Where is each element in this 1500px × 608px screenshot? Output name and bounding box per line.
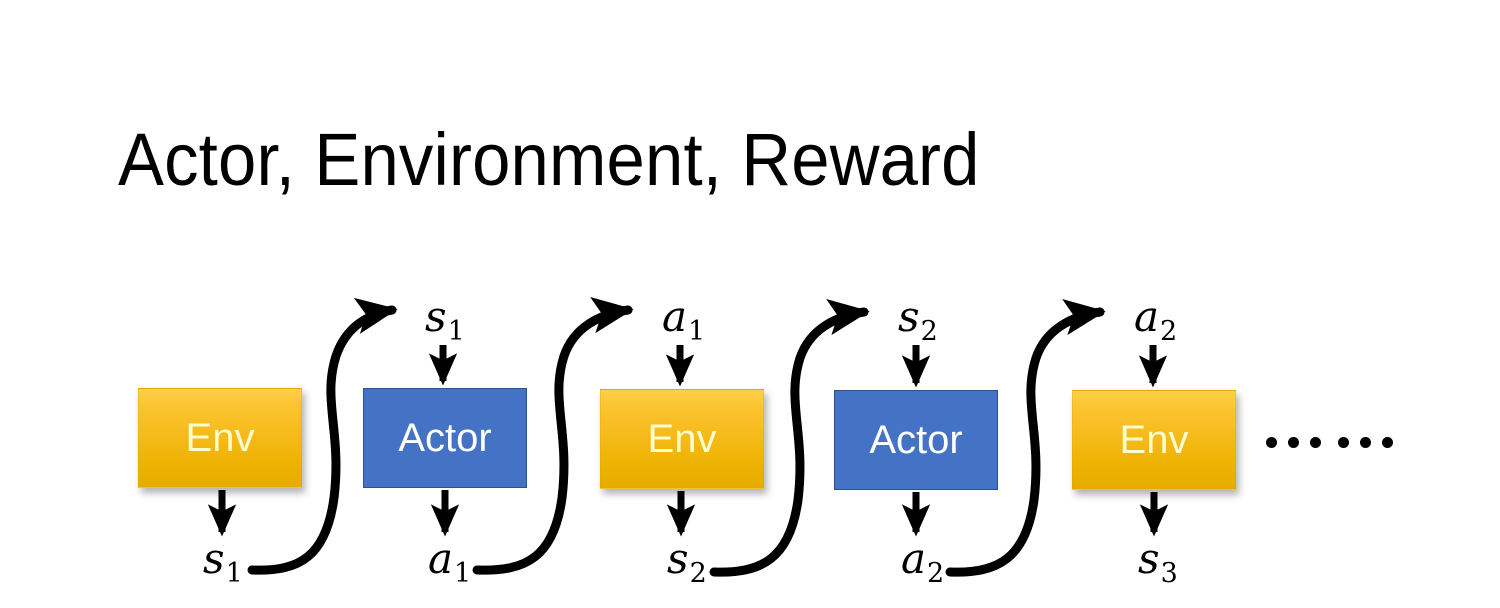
label-top-a1: a1 — [662, 296, 705, 346]
label-subscript: 1 — [688, 316, 706, 347]
ellipsis-dot — [1338, 437, 1349, 448]
node-label: Actor — [398, 416, 492, 460]
label-top-s1: s1 — [425, 296, 465, 346]
page-title: Actor, Environment, Reward — [118, 118, 980, 201]
ellipsis-dot — [1360, 437, 1371, 448]
label-subscript: 2 — [920, 316, 938, 347]
node-env-3[interactable]: Env — [1072, 390, 1236, 490]
label-base: a — [901, 534, 927, 583]
label-subscript: 1 — [447, 316, 465, 347]
label-base: s — [1138, 534, 1160, 583]
ellipsis-continuation — [1266, 418, 1393, 466]
label-base: a — [1134, 292, 1160, 341]
label-bottom-a2: a2 — [901, 538, 944, 588]
node-label: Env — [1119, 418, 1189, 462]
ellipsis-dot — [1310, 437, 1321, 448]
label-subscript: 2 — [927, 558, 945, 589]
node-label: Actor — [869, 418, 963, 462]
ellipsis-dot — [1382, 437, 1393, 448]
label-base: s — [667, 534, 689, 583]
label-base: a — [662, 292, 688, 341]
label-subscript: 1 — [454, 558, 472, 589]
label-bottom-s3: s3 — [1138, 538, 1178, 588]
node-env-1[interactable]: Env — [138, 388, 302, 488]
node-label: Env — [185, 416, 255, 460]
label-bottom-a1: a1 — [428, 538, 471, 588]
node-actor-1[interactable]: Actor — [363, 388, 527, 488]
label-base: s — [425, 292, 447, 341]
label-base: s — [898, 292, 920, 341]
label-subscript: 1 — [225, 558, 243, 589]
node-label: Env — [647, 417, 717, 461]
label-top-a2: a2 — [1134, 296, 1177, 346]
label-base: a — [428, 534, 454, 583]
ellipsis-dot — [1266, 437, 1277, 448]
node-env-2[interactable]: Env — [600, 389, 764, 489]
label-top-s2: s2 — [898, 296, 938, 346]
label-bottom-s2: s2 — [667, 538, 707, 588]
node-actor-2[interactable]: Actor — [834, 390, 998, 490]
label-subscript: 2 — [1160, 316, 1178, 347]
label-subscript: 2 — [689, 558, 707, 589]
label-subscript: 3 — [1160, 558, 1178, 589]
label-bottom-s1: s1 — [203, 538, 243, 588]
ellipsis-dot — [1288, 437, 1299, 448]
label-base: s — [203, 534, 225, 583]
